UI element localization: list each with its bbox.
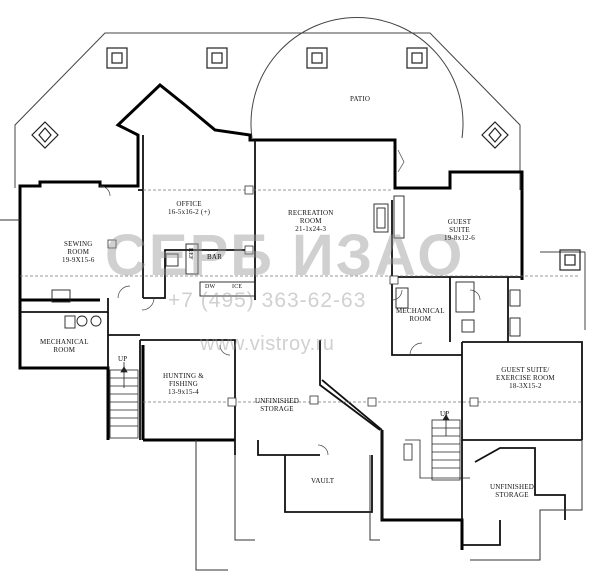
foundation-outline [0, 219, 583, 571]
office-label: OFFICE 16-5x16-2 (+) [168, 200, 211, 216]
interior-walls [20, 135, 583, 546]
unfinished-storage-2-label: UNFINISHED STORAGE [490, 483, 534, 499]
mechanical-room-right-label: MECHANICAL ROOM [396, 307, 445, 323]
recreation-room-label: RECREATION ROOM 21-1x24-3 [288, 209, 334, 233]
patio-outline [14, 17, 586, 330]
vault-label: VAULT [311, 477, 335, 485]
guest-exercise-room-label: GUEST SUITE/ EXERCISE ROOM 18-3X15-2 [496, 366, 555, 390]
column-markers [31, 47, 581, 271]
dashed-lines [20, 189, 582, 403]
watermark-site: www.vistroy.ru [200, 333, 335, 355]
watermark-logo: СЕРБ ИЗАО [105, 223, 465, 288]
dw-label: DW [205, 284, 216, 290]
ref-label: REF [187, 248, 193, 260]
mechanical-room-left-label: MECHANICAL ROOM [40, 338, 89, 354]
door-swings [99, 149, 481, 456]
stairs-up-left-label: UP [118, 355, 128, 363]
stairs-up-right-label: UP [440, 410, 450, 418]
patio-label: PATIO [350, 95, 371, 103]
ice-label: ICE [232, 284, 243, 290]
hunting-fishing-label: HUNTING & FISHING 13-9x15-4 [163, 372, 204, 396]
posts [107, 185, 479, 407]
stairs-right [403, 412, 470, 481]
watermark-phone: +7 (495) 363-62-63 [168, 289, 367, 312]
up-arrows [120, 366, 450, 436]
fixtures [51, 195, 521, 337]
unfinished-storage-label: UNFINISHED STORAGE [255, 397, 299, 413]
sewing-room-label: SEWING ROOM 19-9X15-6 [62, 240, 95, 264]
guest-suite-label: GUEST SUITE 19-8x12-6 [444, 218, 475, 242]
bar-label: BAR [207, 253, 222, 261]
